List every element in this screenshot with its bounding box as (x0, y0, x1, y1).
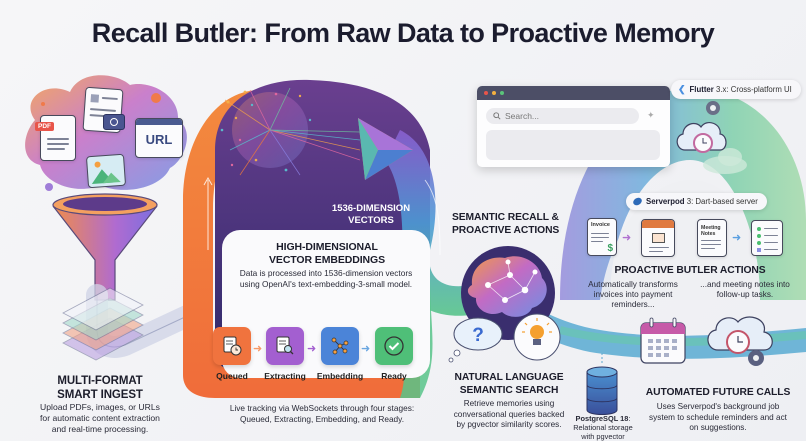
sparkle-icon[interactable]: ✦ (647, 110, 655, 120)
stage-queued-icon (213, 327, 251, 365)
question-thought-cloud-icon: ? (448, 317, 503, 363)
payment-reminder-calendar-icon (641, 219, 675, 257)
app-window-mockup: Search... ✦ (477, 86, 670, 167)
semantic-recall-heading: SEMANTIC RECALL & PROACTIVE ACTIONS (452, 212, 560, 236)
pipeline-description: Live tracking via WebSockets through fou… (229, 403, 415, 424)
pdf-document-icon: PDF (35, 115, 76, 161)
flutter-badge: ❮ Flutter 3.x: Cross-platform UI (671, 80, 801, 99)
ingest-heading: MULTI-FORMAT SMART INGEST (57, 375, 143, 401)
calendar-icon (640, 317, 686, 364)
svg-text:?: ? (472, 325, 484, 346)
arrow-icon: ➜ (361, 343, 371, 355)
maximize-dot (500, 91, 504, 95)
arrow-icon: ➜ (622, 232, 632, 244)
arrow-icon: ➜ (307, 343, 317, 355)
natural-language-search-heading: NATURAL LANGUAGE SEMANTIC SEARCH (454, 372, 564, 396)
stage-embedding-icon (321, 327, 359, 365)
minimize-dot (492, 91, 496, 95)
close-dot (484, 91, 488, 95)
search-input[interactable]: Search... (486, 108, 639, 124)
automated-future-calls-description: Uses Serverpod's background job system t… (649, 402, 787, 432)
lightbulb-icon (513, 313, 561, 361)
stage-label-embedding: Embedding (316, 371, 364, 381)
flutter-logo-icon: ❮ (678, 84, 686, 94)
serverpod-badge: Serverpod 3: Dart-based server (626, 193, 767, 210)
embeddings-description: Data is processed into 1536-dimension ve… (239, 268, 413, 289)
camera-icon (103, 114, 125, 130)
window-title-bar (477, 86, 670, 100)
stage-ready-icon (375, 327, 413, 365)
stacked-layers-icon (62, 287, 144, 361)
database-icon (586, 353, 618, 415)
image-icon (85, 153, 127, 189)
stage-extracting-icon (266, 327, 304, 365)
invoice-document-icon: Invoice $ (587, 218, 617, 256)
invoice-action-description: Automatically transforms invoices into p… (588, 280, 678, 309)
arrow-icon: ➜ (253, 343, 263, 355)
cloud-gear-clock-icon (676, 101, 727, 153)
task-checklist-icon (751, 220, 783, 256)
natural-language-search-description: Retrieve memories using conversational q… (453, 399, 565, 429)
embeddings-heading: HIGH-DIMENSIONAL VECTOR EMBEDDINGS (269, 241, 385, 266)
ingest-description: Upload PDFs, images, or URLs for automat… (40, 402, 160, 434)
proactive-butler-actions-heading: PROACTIVE BUTLER ACTIONS (614, 265, 766, 276)
search-icon (493, 112, 501, 120)
serverpod-logo-icon (631, 196, 644, 207)
automated-future-calls-heading: AUTOMATED FUTURE CALLS (645, 387, 791, 398)
stage-label-ready: Ready (381, 371, 407, 381)
stage-label-extracting: Extracting (264, 371, 306, 381)
database-label: PostgreSQL 18: Relational storage with p… (573, 414, 633, 441)
vector-dimension-label: 1536-DIMENSION VECTORS (331, 203, 411, 226)
results-panel (486, 130, 660, 160)
meeting-notes-icon: Meeting Notes (697, 219, 727, 257)
arrow-icon: ➜ (732, 232, 742, 244)
cloud-clock-gear-icon (707, 316, 773, 366)
url-browser-icon: URL (135, 118, 183, 158)
vector-particle-burst (220, 87, 361, 176)
page-title: Recall Butler: From Raw Data to Proactiv… (91, 18, 715, 48)
meeting-action-description: ...and meeting notes into follow-up task… (700, 280, 790, 299)
stage-label-queued: Queued (216, 371, 248, 381)
dollar-icon: $ (607, 243, 613, 254)
